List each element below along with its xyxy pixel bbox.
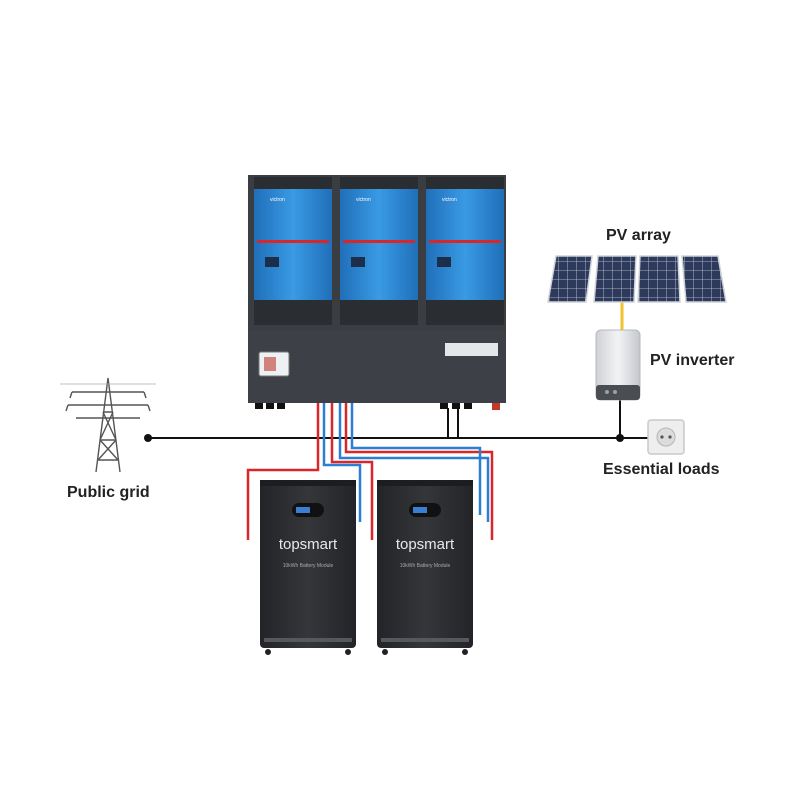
battery-brand: topsmart [279, 536, 338, 553]
battery-brand: topsmart [396, 536, 455, 553]
battery-module [377, 480, 473, 655]
pv-inverter-device [595, 329, 641, 401]
inverter-brand: victron [270, 197, 285, 203]
inverter-brand: victron [356, 197, 371, 203]
battery-model: 10kWh Battery Module [400, 563, 451, 569]
dc-cables [246, 403, 494, 540]
essential-loads-label: Essential loads [603, 461, 720, 478]
inverter-unit [340, 177, 418, 325]
inverter-unit [426, 177, 504, 325]
ac-bus-line [144, 434, 650, 442]
cabinet-ac-wires [447, 408, 459, 438]
battery-model: 10kWh Battery Module [283, 563, 334, 569]
breaker-row [445, 343, 498, 356]
cabinet-connectors [255, 403, 500, 410]
pv-inverter-label: PV inverter [650, 352, 735, 369]
inverter-brand: victron [442, 197, 457, 203]
wall-socket-icon [620, 419, 685, 455]
pv-array-label: PV array [606, 227, 671, 244]
public-grid-label: Public grid [67, 484, 150, 501]
solar-panel-icon [547, 255, 727, 303]
transmission-tower-icon [60, 377, 156, 473]
battery-module [260, 480, 356, 655]
inverter-unit [254, 177, 332, 325]
